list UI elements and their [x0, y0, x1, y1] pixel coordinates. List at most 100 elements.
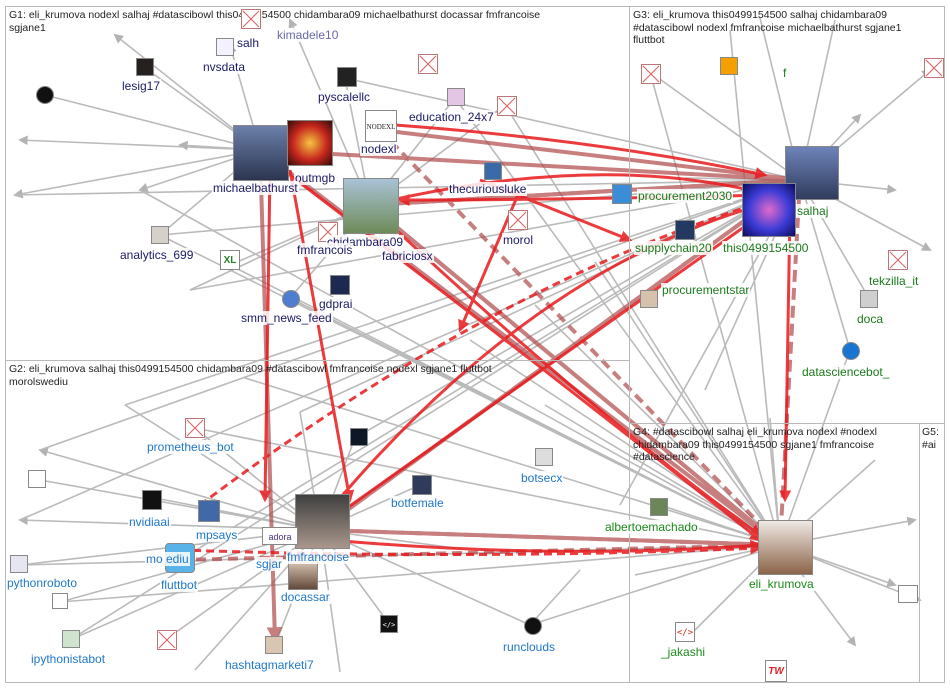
node-label-botsecx[interactable]: botsecx: [520, 471, 564, 485]
placeholder-image: [888, 250, 908, 270]
xl-badge[interactable]: XL: [220, 250, 240, 270]
adora-badge[interactable]: adora: [262, 527, 298, 545]
node-label-education-24x7[interactable]: education_24x7: [408, 110, 495, 124]
node-label-fmfrancoise[interactable]: fmfrancoise: [286, 550, 351, 564]
smm-news-feed-avatar[interactable]: [282, 290, 300, 308]
bolt-avatar[interactable]: [350, 428, 368, 446]
node-label-this0499154500[interactable]: this0499154500: [722, 241, 810, 255]
code-avatar[interactable]: </>: [380, 615, 398, 633]
node-label-prometheus-bot[interactable]: prometheus_bot: [146, 440, 235, 454]
mpsays-avatar[interactable]: [198, 500, 220, 522]
node-label-nvsdata[interactable]: nvsdata: [202, 60, 247, 74]
pyscalellc-avatar[interactable]: [337, 67, 357, 87]
salhaj-avatar[interactable]: [785, 146, 839, 200]
placeholder-image: [418, 54, 438, 74]
node-label-datasciencebot[interactable]: datasciencebot_: [801, 365, 891, 379]
node-label-eli-krumova[interactable]: eli_krumova: [748, 577, 815, 591]
node-label-procurementstar[interactable]: procurementstar: [661, 283, 751, 297]
node-label-salhaj[interactable]: salhaj: [796, 204, 830, 218]
fmfrancoise-avatar[interactable]: [295, 494, 350, 549]
chidambara09-avatar[interactable]: [343, 178, 399, 234]
node-label-kimadele10[interactable]: kimadele10: [276, 28, 340, 42]
lesig17-avatar[interactable]: [136, 58, 154, 76]
node-label-salh[interactable]: salh: [236, 36, 261, 50]
procurementstar-avatar[interactable]: [640, 290, 658, 308]
node-label-albertoemachado[interactable]: albertoemachado: [604, 520, 699, 534]
node-label-thecuriousluke[interactable]: thecuriousluke: [448, 182, 528, 196]
doca-avatar[interactable]: [860, 290, 878, 308]
node-label-ipythonistabot[interactable]: ipythonistabot: [30, 652, 107, 666]
node-label-tekzilla-it[interactable]: tekzilla_it: [868, 274, 920, 288]
this0499154500-avatar[interactable]: [742, 183, 796, 237]
placeholder-image: [241, 9, 261, 29]
node-label-supplychain20[interactable]: supplychain20: [634, 241, 713, 255]
node-label-runclouds[interactable]: runclouds: [502, 640, 557, 654]
node-label-mpsays[interactable]: mpsays: [195, 528, 239, 542]
node-label-botfemale[interactable]: botfemale: [390, 496, 445, 510]
edges-red: [179, 123, 792, 557]
node-label-hashtagmarketi7[interactable]: hashtagmarketi7: [224, 658, 315, 672]
node-label-doca[interactable]: doca: [856, 312, 885, 326]
placeholder-image: [641, 64, 661, 84]
node-label-nvidiaai[interactable]: nvidiaai: [128, 515, 171, 529]
placeholder-image: [497, 96, 517, 116]
eli_krumova-avatar[interactable]: [758, 520, 813, 575]
node-label-jakashi[interactable]: _jakashi: [660, 645, 707, 659]
nodexl-small-badge[interactable]: [898, 585, 918, 603]
node-label-pyscalellc[interactable]: pyscalellc: [317, 90, 372, 104]
node-label-sgjane[interactable]: sgjar: [255, 557, 284, 571]
node-label-lesig17[interactable]: lesig17: [121, 79, 162, 93]
nodexl-logo[interactable]: NODEXL: [365, 110, 397, 142]
node-label-docassar[interactable]: docassar: [280, 590, 331, 604]
group-g2-title: G2: eli_krumova salhaj this0499154500 ch…: [9, 363, 492, 388]
placeholder-image: [185, 418, 205, 438]
orange-avatar[interactable]: [720, 57, 738, 75]
react-avatar[interactable]: [52, 593, 68, 609]
circle-avatar[interactable]: [36, 86, 54, 104]
education-24x7-avatar[interactable]: [447, 88, 465, 106]
node-label-fabriciosx[interactable]: fabriciosx: [381, 249, 434, 263]
group-g5-panel: [919, 423, 945, 683]
michaelbathurst-avatar[interactable]: [233, 125, 289, 181]
placeholder-image: [157, 630, 177, 650]
supplychain20-avatar[interactable]: [675, 220, 695, 240]
node-label-outmgb[interactable]: outmgb: [294, 171, 337, 185]
ipythonistabot-avatar[interactable]: [62, 630, 80, 648]
nvsdata-avatar[interactable]: [216, 38, 234, 56]
runclouds-avatar[interactable]: [524, 617, 542, 635]
albertoemachado-avatar[interactable]: [650, 498, 668, 516]
botfemale-avatar[interactable]: [412, 475, 432, 495]
robot-avatar[interactable]: [28, 470, 46, 488]
node-label-fmfrancois[interactable]: fmfrancois: [296, 243, 354, 257]
thecuriousluke-avatar[interactable]: [484, 162, 502, 180]
tw-badge[interactable]: TW: [765, 660, 787, 682]
analytics-699-avatar[interactable]: [151, 226, 169, 244]
nvidiaai-avatar[interactable]: [142, 490, 162, 510]
node-label-smm-news-feed[interactable]: smm_news_feed: [240, 311, 333, 325]
botsecx-avatar[interactable]: [535, 448, 553, 466]
gdprai-avatar[interactable]: [330, 275, 350, 295]
node-label-morol[interactable]: morol: [502, 233, 535, 247]
node-label-analytics-699[interactable]: analytics_699: [119, 248, 195, 262]
docassar-avatar[interactable]: [288, 560, 318, 590]
group-g5-title: G5: #ai: [922, 426, 939, 451]
group-g1-title: G1: eli_krumova nodexl salhaj #datascibo…: [9, 9, 541, 34]
node-label-procurement2030[interactable]: procurement2030: [637, 189, 734, 203]
node-label-nodexl[interactable]: nodexl: [360, 142, 398, 156]
procurement2030-avatar[interactable]: [612, 184, 632, 204]
outmgb-avatar[interactable]: [287, 120, 333, 166]
node-label-michaelbathurst[interactable]: michaelbathurst: [212, 181, 299, 195]
node-label-fluttbot[interactable]: fluttbot: [160, 578, 199, 592]
node-label-f[interactable]: f: [782, 66, 788, 80]
datasciencebot-avatar[interactable]: [842, 342, 860, 360]
placeholder-image: [924, 58, 944, 78]
node-label-morolswediu[interactable]: mo ediu: [145, 552, 190, 566]
pythonroboto-avatar[interactable]: [10, 555, 28, 573]
group-g3-title: G3: eli_krumova this0499154500 salhaj ch…: [633, 9, 902, 46]
node-label-pythonroboto[interactable]: pythonroboto: [6, 576, 79, 590]
jakashi-avatar[interactable]: </>: [675, 622, 695, 642]
placeholder-image: [508, 210, 528, 230]
node-label-gdprai[interactable]: gdprai: [318, 297, 354, 311]
hashtagmarketi7-avatar[interactable]: [265, 636, 283, 654]
